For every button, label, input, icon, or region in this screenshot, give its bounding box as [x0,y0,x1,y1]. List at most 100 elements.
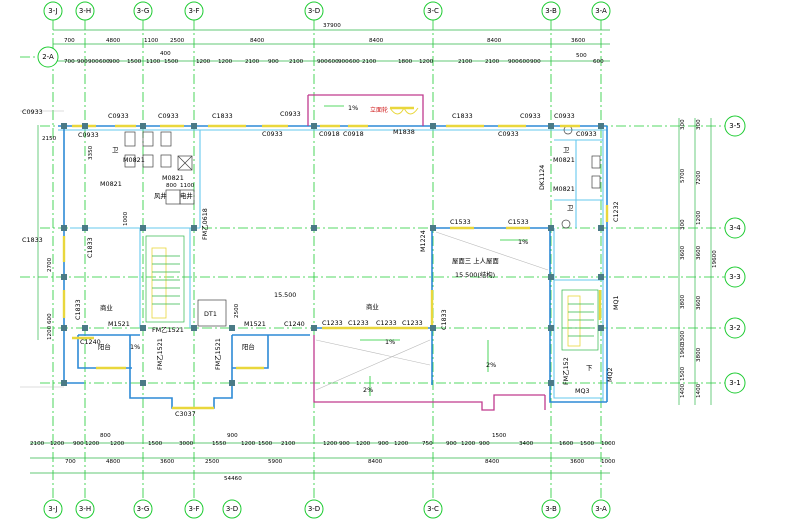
right-dimension-lines [678,118,712,405]
dim: 1000 [601,441,616,447]
dim: 3400 [519,441,534,447]
dim: 8400 [369,38,384,44]
room-balcony-2: 阳台 [242,342,255,351]
dim: 1500 [148,441,163,447]
window-label: C1833 [440,309,448,330]
dim: 8400 [250,38,265,44]
door-label: M1224 [419,230,427,252]
axis-label: 3-4 [729,224,741,232]
dim: 600 [519,59,530,65]
roof-label: 屋面三 上人屋面 [452,256,499,265]
top-dims-row-1: 700 4800 1100 2500 8400 8400 8400 3600 4… [64,38,586,57]
axis-label: 3-D [226,505,238,513]
stair-left [145,235,185,323]
dim: 1200 [241,441,256,447]
axis-label: 3-D [308,505,320,513]
door-label: MQ1 [612,295,620,310]
slope-arrows [324,105,528,396]
dim: 1000 [601,459,616,465]
dim: 300 [680,219,686,230]
room-commerce-center: 商业 [366,302,379,311]
axis-label: 3-B [545,505,557,513]
dim: 1200 [356,441,371,447]
dim-total: 19600 [712,250,718,268]
axis-label: 3-F [188,7,199,15]
dim: 1500 [258,441,273,447]
dim: 1200 [218,59,233,65]
bottom-dimension-lines [30,442,610,474]
wc-label-2: 卫 [563,146,570,154]
dim: 1500 [164,59,179,65]
dim: 1500 [492,433,507,439]
dim: 700 [64,59,75,65]
magenta-walls [307,94,546,411]
dim: 1200 [323,441,338,447]
window-label: C0933 [262,130,283,138]
window-label: C3037 [175,410,196,418]
dim: 2100 [245,59,260,65]
dim: 2100 [289,59,304,65]
dim: 1200 [461,441,476,447]
dim: 900 [479,441,490,447]
window-label: C1233 [402,319,423,327]
dim: 2100 [458,59,473,65]
dim: 300 [696,119,702,130]
window-label: C0933 [158,112,179,120]
dim: 800 [166,183,177,189]
dim: 2500 [170,38,185,44]
dim: 3000 [179,441,194,447]
dim: 500 [576,53,587,59]
dim: 1200 [419,59,434,65]
axis-label: 3-5 [729,122,740,130]
axis-label: 3-1 [729,379,740,387]
dim: 900 [508,59,519,65]
window-label: C1833 [74,299,82,320]
dim: 600 [47,313,53,324]
top-axis-bubbles: 3-J 3-H 3-G 3-F 3-D 3-C 3-B 3-A [43,1,611,21]
door-label: FM乙1521 [156,338,164,370]
axis-label: 2-A [42,53,54,61]
dim: 3600 [680,245,686,260]
dim: 700 [65,459,76,465]
dim: 1200 [110,441,125,447]
window-label: M1838 [393,128,415,136]
top-total-dim: 37900 [323,23,341,29]
door-label: M0821 [162,174,184,182]
elevator-label: DT1 [204,310,217,318]
dim: 900 [317,59,328,65]
slope-3: 1% [385,338,395,346]
slope-4: 1% [130,343,140,351]
dim: 1960 [680,343,686,358]
axis-label: 3-G [137,505,150,513]
door-label: MQ3 [575,387,590,395]
axis-label: 3-C [427,7,439,15]
dim: 600 [328,59,339,65]
dim: 1400 [696,383,702,398]
slope-1: 1% [348,104,358,112]
stair-right [561,289,599,351]
door-label: FM乙152 [562,357,570,385]
dim: 2500 [205,459,220,465]
dim: 1200 [47,325,53,340]
window-label: C1232 [612,201,620,222]
window-label: C1833 [86,237,94,258]
columns [61,123,604,386]
window-label: C0933 [78,131,99,139]
window-label: C0933 [22,108,43,116]
dim: 1200 [696,210,702,225]
dim: 900 [109,59,120,65]
window-label: C0933 [280,110,301,118]
axis-label: 3-A [595,505,607,513]
dim: 2100 [485,59,500,65]
window-label: C0933 [554,112,575,120]
window-label: C0933 [520,112,541,120]
interior-walls [70,130,603,328]
window-label: C1833 [22,236,43,244]
room-balcony-1: 阳台 [98,342,111,351]
axis-label: 3-H [79,505,91,513]
dim: 4800 [106,459,121,465]
axis-label: 3-A [595,7,607,15]
stair-down: 下 [586,364,593,372]
dim: 1200 [196,59,211,65]
